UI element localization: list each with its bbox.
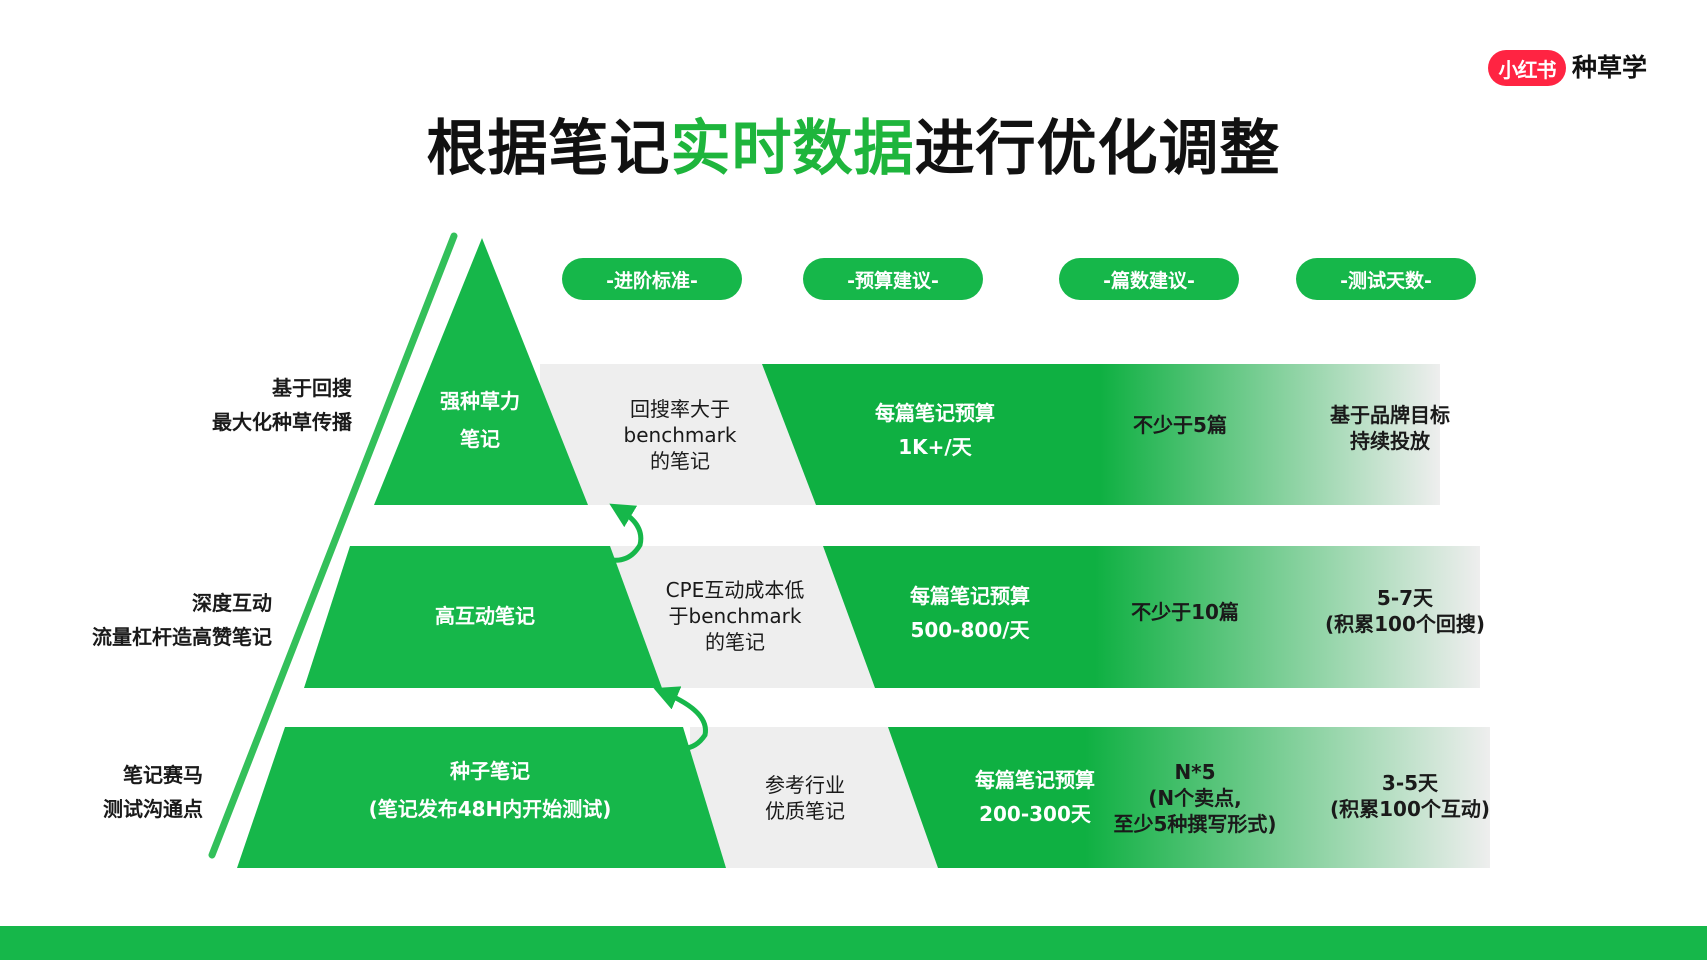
curve-arrow-1 <box>609 503 644 563</box>
tier-1-days: 基于品牌目标持续投放 <box>1330 402 1450 453</box>
guide-line <box>208 232 458 859</box>
tier-3-name: 种子笔记(笔记发布48H内开始测试) <box>368 759 612 821</box>
tier-2-days: 5-7天(积累100个回搜) <box>1324 585 1486 636</box>
tier-3-band <box>690 727 1490 868</box>
tier-3-side-label: 笔记赛马测试沟通点 <box>103 763 203 821</box>
tier-2-side-label: 深度互动流量杠杆造高赞笔记 <box>92 591 272 649</box>
tier-2-count: 不少于10篇 <box>1131 600 1239 624</box>
title-highlight: 实时数据 <box>670 114 915 184</box>
tier-2-band <box>610 546 1480 688</box>
tier-1-triangle <box>374 238 588 505</box>
page-title: 根据笔记实时数据进行优化调整 <box>0 100 1707 187</box>
title-prefix: 根据笔记 <box>426 114 671 184</box>
footer-bar <box>0 926 1707 960</box>
tier-1-side-label: 基于回搜最大化种草传播 <box>212 376 352 434</box>
curve-arrow-2 <box>653 686 708 751</box>
header-budget-pill: -预算建议- <box>803 258 983 300</box>
tier-3-days: 3-5天(积累100个互动) <box>1329 770 1491 821</box>
header-days-pill: -测试天数- <box>1296 258 1476 300</box>
tier-1-band <box>540 364 1440 505</box>
brand-badge: 小红书 <box>1488 50 1566 86</box>
tier-2-name: 高互动笔记 <box>435 604 535 628</box>
tier-1-name: 强种草力笔记 <box>440 389 520 451</box>
tier-3-trapezoid <box>237 727 726 868</box>
tier-3-standard: 参考行业优质笔记 <box>765 772 845 823</box>
tier-1-count: 不少于5篇 <box>1133 413 1227 437</box>
header-count-pill: -篇数建议- <box>1059 258 1239 300</box>
title-suffix: 进行优化调整 <box>914 114 1281 184</box>
header-standard-pill: -进阶标准- <box>562 258 742 300</box>
tier-2-trapezoid <box>304 546 662 688</box>
tier-3-count: N*5(N个卖点,至少5种撰写形式) <box>1113 759 1277 836</box>
brand-name: 种草学 <box>1572 53 1648 82</box>
